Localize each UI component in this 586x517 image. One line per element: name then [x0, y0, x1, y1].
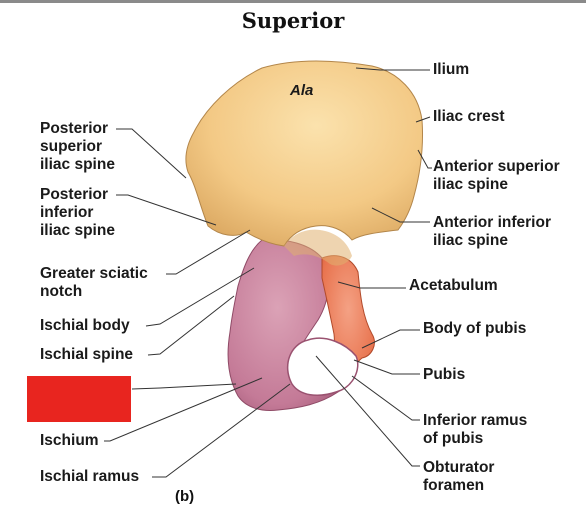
label-body-of-pubis: Body of pubis	[423, 320, 527, 337]
acetabulum-rim	[284, 229, 352, 266]
obturator-foramen	[287, 337, 359, 397]
label-anterior-inferior-iliac-spine: Anterior inferior iliac spine	[433, 214, 551, 249]
leader-lines-left	[104, 128, 291, 478]
label-ischial-ramus: Ischial ramus	[40, 468, 140, 485]
label-inferior-ramus-of-pubis: Inferior ramus of pubis	[423, 412, 528, 447]
ala-label: Ala	[290, 82, 314, 99]
label-pubis: Pubis	[423, 366, 466, 383]
redacted-label-box	[27, 376, 131, 422]
label-obturator-foramen: Obturator foramen	[423, 459, 495, 494]
ilium-region	[185, 60, 423, 247]
label-ischial-spine: Ischial spine	[40, 346, 134, 363]
leader-lines-right	[315, 67, 432, 467]
label-posterior-inferior-iliac-spine: Posterior inferior iliac spine	[40, 186, 115, 239]
label-ischial-body: Ischial body	[40, 317, 130, 334]
figure-heading: Superior	[241, 8, 345, 33]
label-anterior-superior-iliac-spine: Anterior superior iliac spine	[433, 158, 560, 193]
label-posterior-superior-iliac-spine: Posterior superior iliac spine	[40, 120, 115, 173]
label-ilium: Ilium	[433, 61, 470, 78]
label-ischium: Ischium	[40, 432, 99, 449]
label-acetabulum: Acetabulum	[409, 277, 498, 294]
label-greater-sciatic-notch: Greater sciatic notch	[40, 265, 148, 300]
top-rule	[0, 0, 586, 3]
label-iliac-crest: Iliac crest	[433, 108, 505, 125]
panel-tag: (b)	[175, 488, 195, 505]
